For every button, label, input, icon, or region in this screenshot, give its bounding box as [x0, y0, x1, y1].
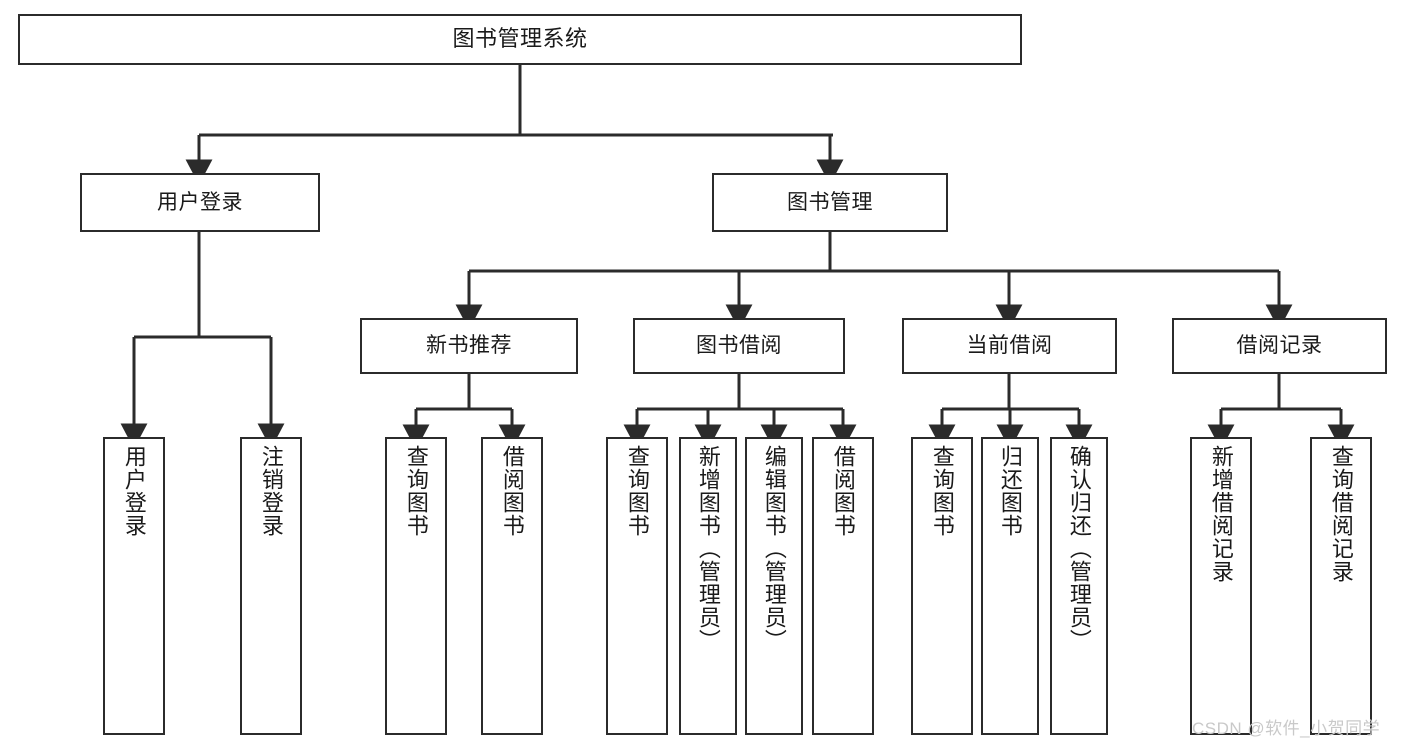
node-book-management-label: 图书管理 [787, 190, 873, 214]
node-borrow-records-label: 借阅记录 [1236, 334, 1323, 358]
leaf-node-label: 查询借阅记录 [1328, 445, 1354, 583]
leaf-node[interactable]: 查询借阅记录 [1310, 437, 1372, 735]
node-current-borrow[interactable]: 当前借阅 [902, 318, 1117, 374]
node-root-label: 图书管理系统 [452, 26, 588, 52]
node-borrow-records[interactable]: 借阅记录 [1172, 318, 1387, 374]
leaf-node-label: 查询图书 [624, 445, 650, 537]
node-current-borrow-label: 当前借阅 [966, 334, 1053, 358]
leaf-node-label: 借阅图书 [499, 445, 525, 537]
leaf-node-label: 查询图书 [403, 445, 429, 537]
leaf-node-label: 借阅图书 [830, 445, 856, 537]
node-new-book-recommend[interactable]: 新书推荐 [360, 318, 578, 374]
leaf-node[interactable]: 查询图书 [385, 437, 447, 735]
leaf-node[interactable]: 确认归还（管理员） [1050, 437, 1108, 735]
leaf-node-label: 确认归还（管理员） [1066, 445, 1092, 652]
leaf-node-label: 查询图书 [929, 445, 955, 537]
leaf-node[interactable]: 借阅图书 [481, 437, 543, 735]
leaf-node-label: 归还图书 [997, 445, 1023, 537]
leaf-node[interactable]: 新增图书（管理员） [679, 437, 737, 735]
leaf-node[interactable]: 归还图书 [981, 437, 1039, 735]
node-new-book-recommend-label: 新书推荐 [426, 334, 512, 358]
leaf-node[interactable]: 新增借阅记录 [1190, 437, 1252, 735]
node-book-borrow-label: 图书借阅 [696, 334, 782, 358]
leaf-node-label: 编辑图书（管理员） [761, 445, 787, 652]
leaf-node[interactable]: 查询图书 [606, 437, 668, 735]
node-book-management[interactable]: 图书管理 [712, 173, 948, 232]
leaf-node-label: 用户登录 [121, 445, 147, 537]
leaf-node[interactable]: 用户登录 [103, 437, 165, 735]
leaf-node[interactable]: 查询图书 [911, 437, 973, 735]
leaf-node[interactable]: 注销登录 [240, 437, 302, 735]
leaf-node[interactable]: 编辑图书（管理员） [745, 437, 803, 735]
watermark: CSDN @软件_小贺同学 [1192, 719, 1381, 738]
leaf-node[interactable]: 借阅图书 [812, 437, 874, 735]
node-book-borrow[interactable]: 图书借阅 [633, 318, 845, 374]
node-user-login-label: 用户登录 [157, 190, 243, 214]
leaf-node-label: 新增借阅记录 [1208, 445, 1234, 583]
node-root[interactable]: 图书管理系统 [18, 14, 1022, 65]
leaf-node-label: 新增图书（管理员） [695, 445, 721, 652]
leaf-node-label: 注销登录 [258, 445, 284, 537]
node-user-login[interactable]: 用户登录 [80, 173, 320, 232]
